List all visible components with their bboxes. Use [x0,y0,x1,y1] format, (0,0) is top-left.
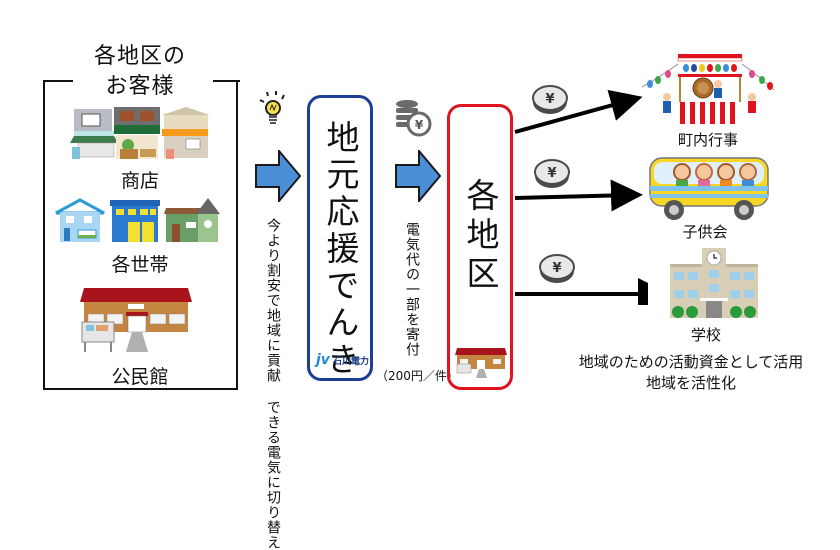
switch-caption-line2: できる電気に切り替え [265,400,281,550]
community-hall-small-icon [455,348,507,378]
school-bus-icon [649,157,769,220]
arrow-to-events [514,90,643,134]
coin-symbol: ¥ [545,92,554,107]
arrow-to-kids-club [514,179,643,212]
customers-box [43,82,238,390]
customers-title: 各地区の お客様 [70,42,210,102]
donation-caption: 電気代の一部を寄付 [404,222,420,357]
district-title: 各地区 [461,178,500,295]
bracket-top-right [213,80,240,82]
customers-title-line2: お客様 [105,74,175,99]
logo-text: 石川電力 [332,356,369,367]
yen-coins-icon: ¥ [396,100,432,137]
bracket-top-left [43,80,73,82]
footer-line1: 地域のための活動資金として活用 [578,353,804,371]
customer-label-community-hall: 公民館 [111,366,169,388]
logo-mark: jv [316,352,330,368]
destination-label-school: 学校 [690,326,721,344]
coin-icon: ¥ [532,85,568,114]
houses-icon [55,198,220,242]
distribution-arrows [514,90,648,305]
plan-box [307,95,373,381]
switch-caption: 今より割安で地域に貢献 できる電気に切り替え [264,218,282,550]
school-icon [670,248,758,318]
footer-text: 地域のための活動資金として活用 地域を活性化 [548,352,834,394]
coin-symbol: ¥ [552,261,561,276]
destination-label-kids-club: 子供会 [682,223,728,241]
arrow-right-icon [255,150,301,202]
arrow-right-icon [395,150,441,202]
donation-amount: （200円／件） [376,369,459,383]
switch-caption-line1: 今より割安で地域に貢献 [265,218,281,383]
ishikawa-denryoku-logo: jv 石川電力 [316,352,369,368]
coin-icon: ¥ [539,254,575,283]
coin-symbol: ¥ [547,166,556,181]
destination-label-events: 町内行事 [677,131,738,149]
customer-label-households: 各世帯 [111,254,169,276]
footer-line2: 地域を活性化 [645,374,736,392]
festival-icon [641,54,775,124]
community-hall-icon [80,288,192,352]
coin-icon: ¥ [534,159,570,188]
yen-symbol: ¥ [415,118,424,132]
lightbulb-icon [259,91,285,124]
customers-title-line1: 各地区の [93,44,186,69]
plan-title: 地元応援でんき [321,120,360,379]
customer-label-shops: 商店 [120,170,159,192]
district-box [447,104,513,390]
shops-icon [70,107,210,159]
